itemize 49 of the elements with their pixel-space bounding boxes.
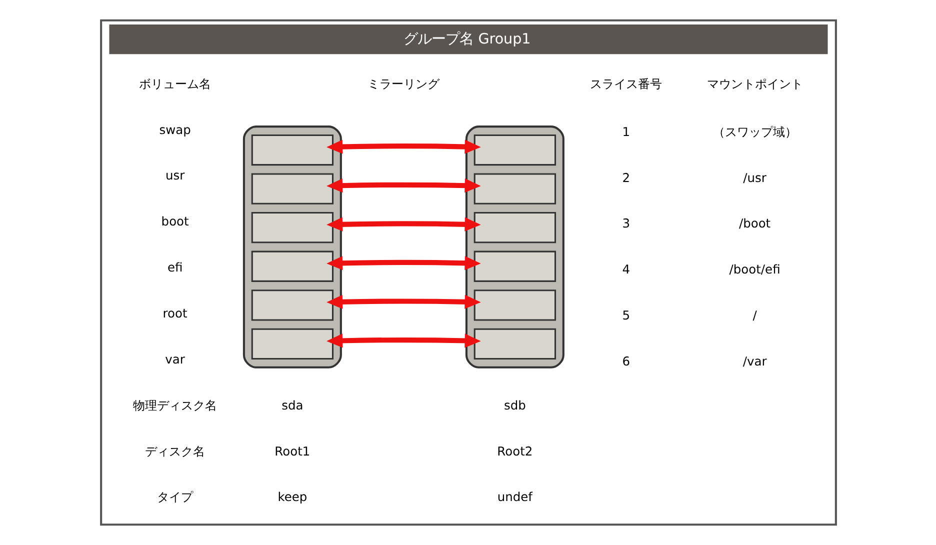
label: ボリューム名 — [138, 76, 211, 91]
node-box — [473, 134, 556, 166]
node-box — [250, 173, 334, 204]
label: sda — [281, 398, 303, 412]
node-box — [250, 250, 334, 282]
label: 6 — [622, 354, 630, 368]
node-box — [473, 173, 556, 204]
node-box — [473, 328, 556, 360]
label: sdb — [503, 398, 526, 412]
label: root — [162, 306, 187, 321]
label: usr — [164, 168, 184, 183]
node-box — [250, 134, 334, 166]
label: Root1 — [274, 444, 310, 458]
label: スライス番号 — [590, 76, 662, 91]
label: undef — [496, 490, 532, 504]
node-box — [250, 290, 334, 321]
label: マウントポイント — [706, 76, 802, 91]
label: / — [752, 308, 756, 323]
label: /boot/efi — [728, 262, 780, 277]
label: boot — [160, 214, 188, 229]
label: /boot — [738, 216, 770, 231]
label: 物理ディスク名 — [132, 398, 217, 412]
label: /var — [742, 354, 766, 368]
label: keep — [277, 490, 307, 504]
label: 1 — [622, 124, 630, 139]
arrow — [326, 217, 480, 232]
node-box — [250, 212, 334, 244]
label: 4 — [622, 262, 630, 277]
label: 5 — [622, 308, 630, 323]
node-box — [250, 328, 334, 360]
label: /usr — [742, 170, 766, 185]
label: efi — [166, 260, 182, 275]
label: タイプ — [156, 490, 193, 504]
node-box — [473, 212, 556, 244]
arrow — [326, 334, 480, 348]
arrow — [326, 294, 480, 309]
arrow — [326, 178, 480, 193]
node-box — [473, 250, 556, 282]
label: swap — [158, 122, 190, 137]
label: 3 — [622, 216, 630, 231]
arrow — [326, 140, 480, 154]
node-box — [473, 290, 556, 321]
label: 2 — [622, 170, 630, 185]
label: （スワップ域） — [712, 124, 796, 139]
label: ディスク名 — [144, 444, 205, 458]
label: ミラーリング — [367, 76, 440, 91]
label: Root2 — [496, 444, 532, 458]
arrow — [326, 256, 480, 270]
label: var — [164, 352, 184, 366]
